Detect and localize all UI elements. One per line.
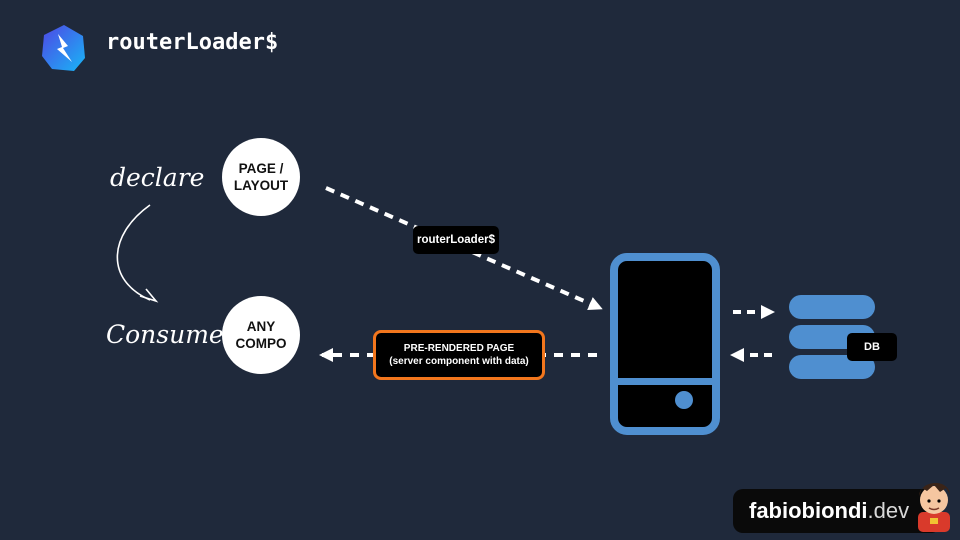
brand-name: fabiobiondi (749, 498, 868, 523)
any-compo-node: ANY COMPO (222, 296, 300, 374)
header-title: routerLoader$ (106, 30, 279, 55)
db-label: DB (847, 333, 897, 361)
prerendered-subtitle: (server component with data) (389, 356, 529, 367)
prerendered-title: PRE-RENDERED PAGE (403, 343, 515, 354)
consume-label: Consume (106, 320, 224, 349)
brand-suffix: .dev (867, 498, 910, 523)
brand-badge: fabiobiondi.dev (733, 489, 941, 533)
declare-label: declare (110, 163, 205, 192)
phone-device-icon (610, 253, 720, 435)
avatar-mascot-icon (918, 482, 950, 532)
arrow-declare-to-consume (116, 204, 151, 301)
prerendered-page-box: PRE-RENDERED PAGE (server component with… (373, 330, 545, 380)
router-loader-tag: routerLoader$ (413, 226, 499, 254)
qwik-logo-icon (42, 25, 85, 71)
page-layout-node: PAGE / LAYOUT (222, 138, 300, 216)
arrow-declare-to-consume-head (139, 288, 159, 303)
